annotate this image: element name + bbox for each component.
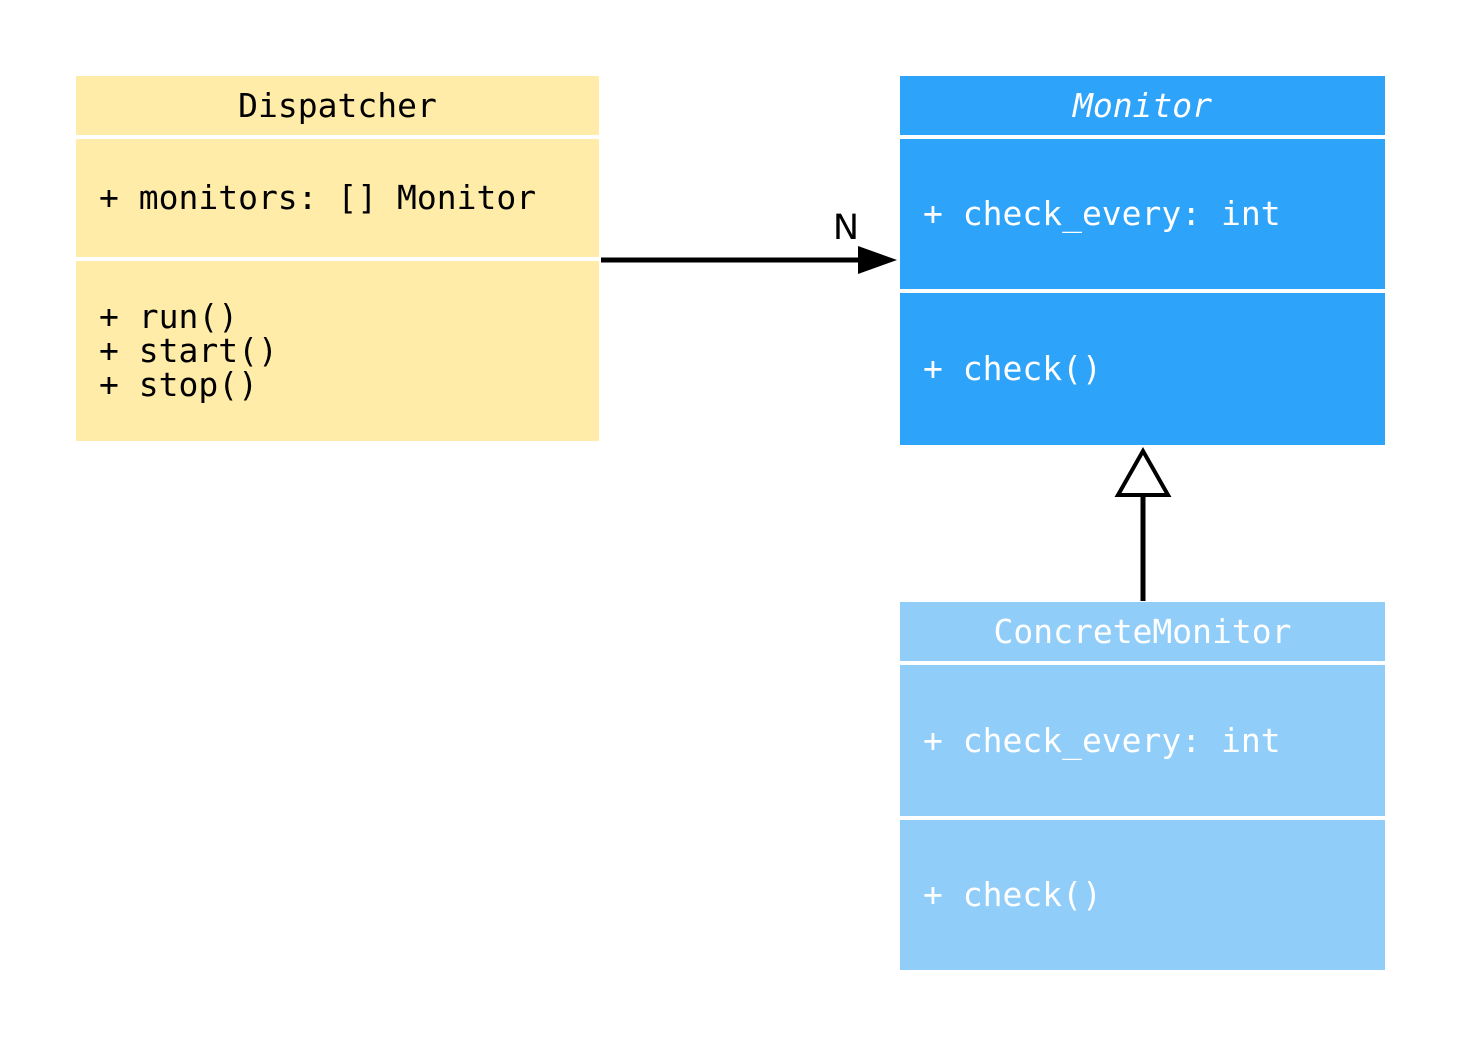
attribute-row: + check_every: int bbox=[923, 194, 1281, 233]
association-arrow-dispatcher-to-monitor bbox=[601, 246, 897, 274]
method-row: + check() bbox=[923, 875, 1102, 914]
class-box-concretemonitor: ConcreteMonitor + check_every: int + che… bbox=[900, 602, 1385, 970]
monitor-methods-section: + check() bbox=[900, 293, 1385, 445]
dispatcher-attributes-section: + monitors: [] Monitor bbox=[76, 139, 599, 257]
class-title-concretemonitor: ConcreteMonitor bbox=[900, 602, 1385, 661]
concretemonitor-methods-section: + check() bbox=[900, 820, 1385, 970]
attribute-row: + check_every: int bbox=[923, 720, 1281, 760]
solid-arrowhead-icon bbox=[858, 246, 897, 274]
class-box-monitor: Monitor + check_every: int + check() bbox=[900, 76, 1385, 445]
method-row: + start() bbox=[99, 331, 278, 370]
class-title-monitor: Monitor bbox=[900, 76, 1385, 135]
association-multiplicity-label: N bbox=[832, 208, 860, 248]
concretemonitor-attributes-section: + check_every: int bbox=[900, 665, 1385, 816]
class-name-label: Monitor bbox=[1072, 86, 1213, 125]
class-title-dispatcher: Dispatcher bbox=[76, 76, 599, 135]
method-row: + run() bbox=[99, 297, 239, 336]
inheritance-arrow-concretemonitor-to-monitor bbox=[1114, 446, 1172, 601]
monitor-attributes-section: + check_every: int bbox=[900, 139, 1385, 289]
hollow-triangle-arrowhead-icon bbox=[1114, 446, 1172, 497]
dispatcher-methods-section: + run() + start() + stop() bbox=[76, 261, 599, 441]
method-row: + check() bbox=[923, 349, 1102, 388]
method-row: + stop() bbox=[99, 365, 258, 404]
class-box-dispatcher: Dispatcher + monitors: [] Monitor + run(… bbox=[76, 76, 599, 441]
class-name-label: ConcreteMonitor bbox=[993, 612, 1292, 651]
attribute-row: + monitors: [] Monitor bbox=[99, 178, 537, 217]
class-name-label: Dispatcher bbox=[238, 86, 437, 125]
